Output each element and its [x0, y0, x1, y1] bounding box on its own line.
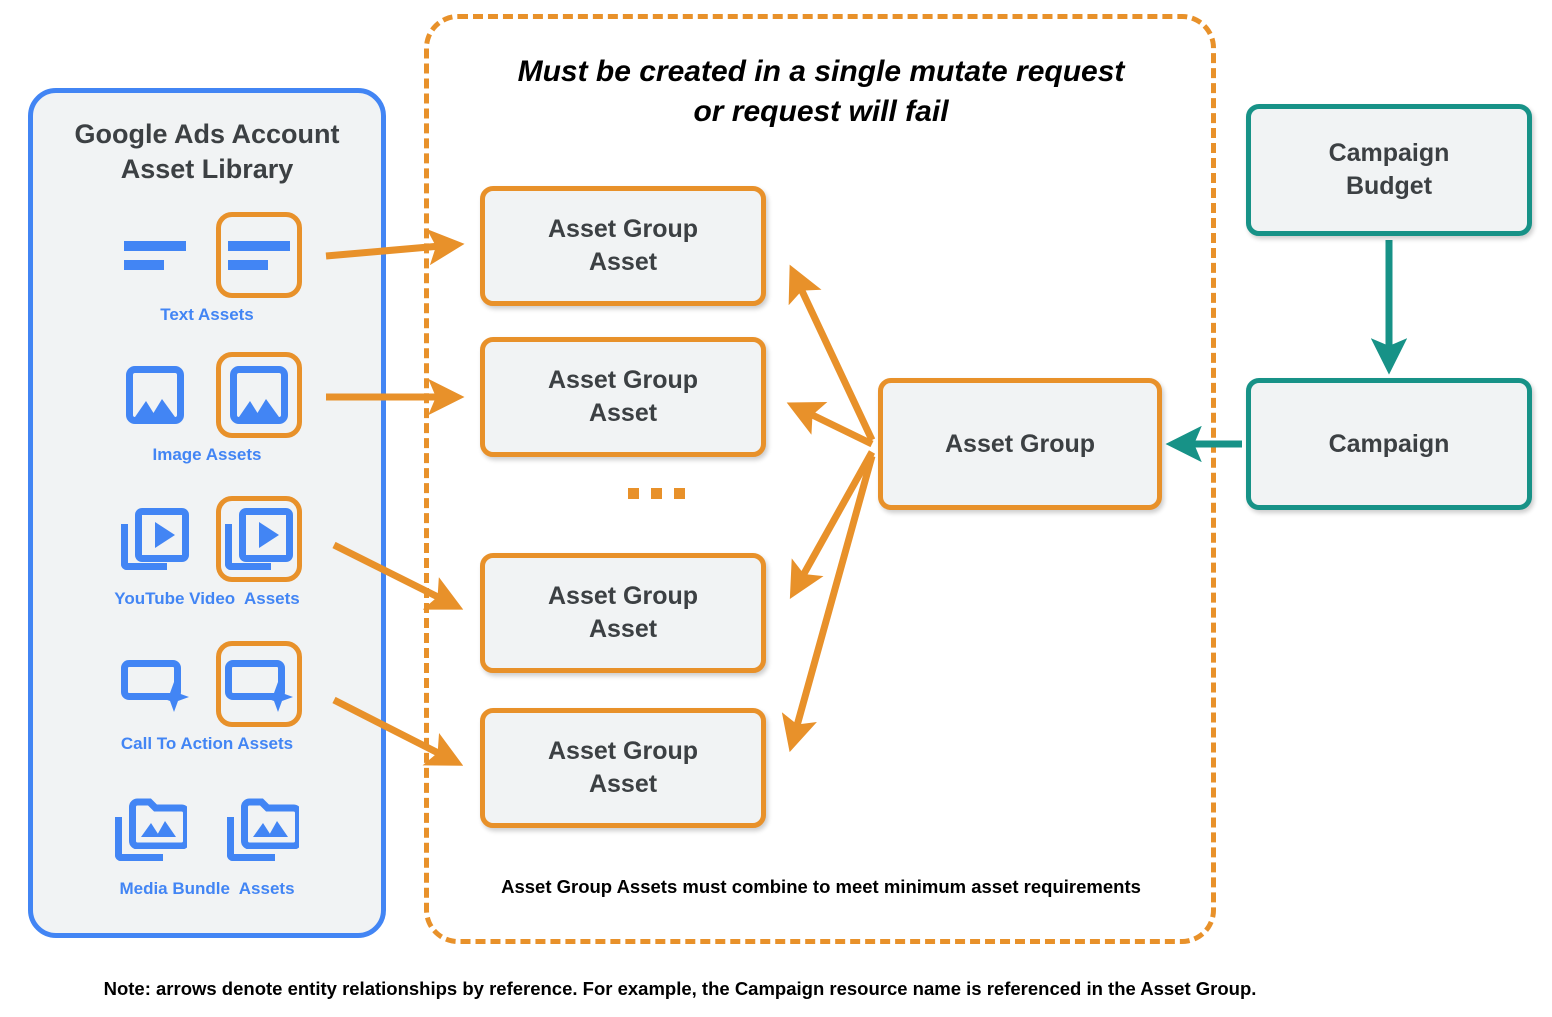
text-asset-icon: [112, 212, 198, 298]
asset-group-node[interactable]: Asset Group: [878, 378, 1162, 510]
asset-row-text: Text Assets: [33, 209, 381, 325]
ellipsis-indicator: [628, 488, 685, 499]
youtube-video-asset-icon: [112, 496, 198, 582]
campaign-node[interactable]: Campaign: [1246, 378, 1532, 510]
asset-row-call-to-action: Call To Action Assets: [33, 638, 381, 754]
asset-row-youtube-video: YouTube Video Assets: [33, 493, 381, 609]
call-to-action-asset-icon-selected[interactable]: [216, 641, 302, 727]
mutate-panel-title: Must be created in a single mutate reque…: [517, 55, 1125, 128]
image-asset-icon-selected[interactable]: [216, 352, 302, 438]
asset-row-image: Image Assets: [33, 349, 381, 465]
asset-group-asset-node-2[interactable]: Asset Group Asset: [480, 337, 766, 457]
asset-group-asset-node-1[interactable]: Asset Group Asset: [480, 186, 766, 306]
footer-note: Note: arrows denote entity relationships…: [103, 978, 1257, 999]
asset-library-panel: Google Ads Account Asset Library Text As…: [28, 88, 386, 938]
asset-label-call-to-action: Call To Action Assets: [120, 734, 294, 753]
asset-label-youtube-video: YouTube Video Assets: [114, 589, 300, 608]
asset-row-media-bundle: Media Bundle Assets: [33, 783, 381, 899]
asset-label-media-bundle: Media Bundle Assets: [119, 879, 295, 898]
asset-label-image: Image Assets: [152, 445, 262, 464]
media-bundle-asset-icon: [108, 786, 194, 872]
youtube-video-asset-icon-selected[interactable]: [216, 496, 302, 582]
campaign-budget-node[interactable]: Campaign Budget: [1246, 104, 1532, 236]
asset-group-asset-node-4[interactable]: Asset Group Asset: [480, 708, 766, 828]
asset-library-title: Google Ads Account Asset Library: [74, 119, 340, 184]
mutate-request-panel: [424, 14, 1216, 944]
call-to-action-asset-icon: [112, 641, 198, 727]
asset-label-text: Text Assets: [160, 305, 254, 324]
mutate-panel-footnote: Asset Group Assets must combine to meet …: [501, 876, 1141, 897]
asset-group-asset-node-3[interactable]: Asset Group Asset: [480, 553, 766, 673]
media-bundle-asset-icon-2: [220, 786, 306, 872]
text-asset-icon-selected[interactable]: [216, 212, 302, 298]
image-asset-icon: [112, 352, 198, 438]
